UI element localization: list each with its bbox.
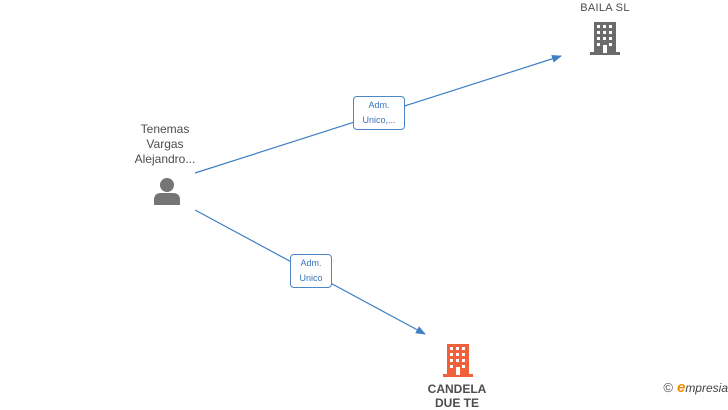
company-name-label[interactable]: CANDELA DUE TE <box>412 382 502 410</box>
person-name-label[interactable]: Tenemas Vargas Alejandro... <box>115 122 215 167</box>
company-name-line: DUE TE <box>434 396 479 410</box>
person-name-line: Alejandro... <box>134 152 196 166</box>
relationship-diagram <box>154 22 620 377</box>
company-name-label[interactable]: BAILA SL <box>580 2 630 14</box>
role-label-line: Unico <box>299 273 323 283</box>
building-icon[interactable] <box>590 22 620 55</box>
copyright-icon: © <box>663 380 673 395</box>
role-label-line: Adm. <box>300 258 322 268</box>
brand-logo-text: mpresia <box>685 381 728 395</box>
role-label-line: Unico,... <box>362 115 396 125</box>
role-label-line: Adm. <box>368 100 390 110</box>
person-icon[interactable] <box>154 178 180 205</box>
brand-logo-e: e <box>676 379 686 396</box>
relation-role-box[interactable]: Adm. Unico,... <box>353 96 405 130</box>
relation-role-box[interactable]: Adm. Unico <box>290 254 332 288</box>
person-name-line: Vargas <box>146 137 184 151</box>
building-icon[interactable] <box>443 344 473 377</box>
person-name-line: Tenemas <box>140 122 190 136</box>
empresia-watermark[interactable]: ©empresia <box>663 379 728 396</box>
company-name-line: CANDELA <box>427 382 487 396</box>
